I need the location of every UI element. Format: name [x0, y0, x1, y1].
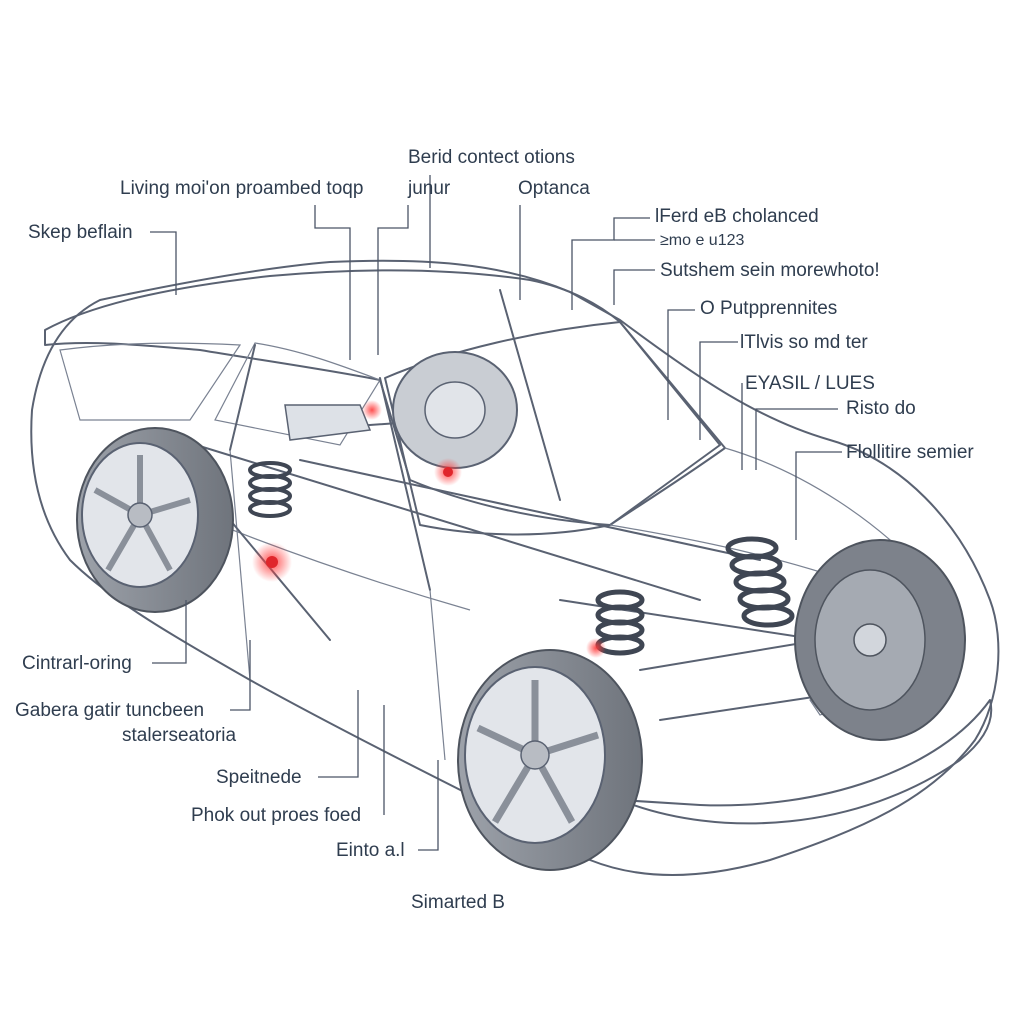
side-window-front	[214, 342, 381, 446]
label-berid-contect-otions: Berid contect otions	[408, 147, 575, 168]
front-bumper	[619, 699, 993, 825]
front-control-arm	[639, 639, 821, 671]
front-coil-spring-right	[725, 536, 795, 628]
label-eyasil-lues: EYASIL / LUES	[745, 373, 875, 394]
callout-labels: Berid contect otions Living moi'on proam…	[15, 147, 974, 913]
label-simarted-b: Simarted B	[411, 892, 505, 913]
label-skep-beflain: Skep beflain	[28, 222, 133, 243]
label-junur: junur	[407, 178, 451, 199]
label-sutshem-sein: Sutshem sein morewhoto!	[660, 260, 880, 281]
door-line-front	[429, 589, 446, 761]
leader-lines	[150, 175, 842, 851]
label-risto-do: Risto do	[846, 398, 916, 419]
label-speitnede: Speitnede	[216, 767, 302, 788]
label-einto-al: Einto a.l	[336, 840, 405, 861]
frame-rail-right	[299, 459, 761, 561]
spare-wheel-rim	[424, 381, 486, 439]
label-gabera-gatir: Gabera gatir tuncbeen	[15, 700, 204, 721]
highlight-rear-joint-dot	[266, 556, 278, 568]
label-tlvis-so-md-ter: lTlvis so md ter	[740, 332, 868, 353]
frame-rail-left	[179, 439, 701, 601]
label-more-u123: ≥mo e u123	[660, 232, 744, 249]
rear-seat	[284, 404, 372, 441]
label-optanca: Optanca	[518, 178, 590, 199]
side-window-rear	[59, 342, 242, 421]
label-stalerseatoria: stalerseatoria	[122, 725, 236, 746]
highlight-upper-joint	[362, 400, 382, 420]
label-lferd-eb-cholanced: lFerd eB cholanced	[655, 206, 819, 227]
label-putpprennites: O Putpprennites	[700, 298, 837, 319]
label-phok-out-proes: Phok out proes foed	[191, 805, 361, 826]
a-pillar	[379, 377, 431, 591]
windshield	[384, 321, 726, 536]
rear-coil-spring	[248, 461, 292, 518]
door-line-rear	[229, 449, 251, 681]
front-wheel-far	[794, 539, 966, 741]
label-cintrarl-oring: Cintrarl-oring	[22, 653, 132, 674]
highlight-center-joint-dot	[443, 467, 453, 477]
roof-rail	[499, 289, 561, 501]
b-pillar	[229, 344, 256, 451]
rear-wheel	[76, 427, 234, 613]
highlight-front-joint	[586, 638, 606, 658]
label-living-moion: Living moi'on proambed toqp	[120, 178, 363, 199]
roof-outline	[44, 269, 721, 526]
label-flollitire-semier: Flollitire semier	[846, 442, 974, 463]
front-wheel-near	[457, 649, 643, 871]
